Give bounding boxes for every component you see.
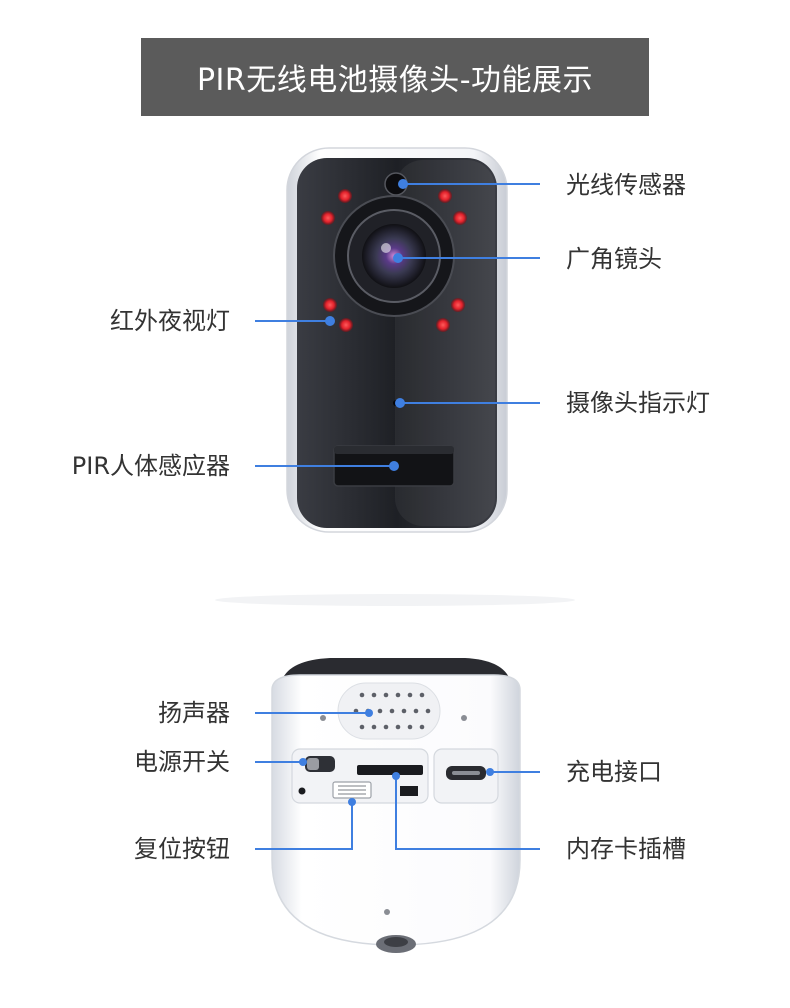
sd-slot-icon — [357, 765, 423, 775]
label-indicator-light: 摄像头指示灯 — [566, 389, 710, 417]
ir-led-icon — [321, 211, 335, 225]
ir-led-icon — [453, 211, 467, 225]
label-ir-night-light: 红外夜视灯 — [110, 307, 230, 335]
ir-led-icon — [323, 298, 337, 312]
front-leader-lines — [255, 179, 540, 471]
ir-led-icon — [436, 318, 450, 332]
ir-led-icon — [338, 189, 352, 203]
speaker-grille — [337, 682, 441, 740]
back-leader-lines — [255, 712, 540, 850]
speaker-icon — [353, 692, 431, 730]
label-pir-sensor: PIR人体感应器 — [71, 452, 230, 480]
label-charge-port: 充电接口 — [566, 758, 662, 786]
label-reset-button: 复位按钮 — [134, 835, 230, 863]
page-title: PIR无线电池摄像头-功能展示 — [141, 38, 649, 116]
ir-led-icon — [451, 298, 465, 312]
ir-led-icon — [339, 318, 353, 332]
reset-hole-icon — [298, 787, 306, 795]
back-camera — [215, 594, 575, 953]
label-power-switch: 电源开关 — [134, 748, 230, 776]
ir-led-group — [321, 189, 467, 332]
label-sd-slot: 内存卡插槽 — [566, 835, 686, 863]
front-camera — [286, 147, 508, 533]
label-wide-lens: 广角镜头 — [566, 245, 662, 273]
label-speaker: 扬声器 — [158, 699, 230, 727]
ir-led-icon — [438, 189, 452, 203]
label-light-sensor: 光线传感器 — [566, 171, 686, 199]
